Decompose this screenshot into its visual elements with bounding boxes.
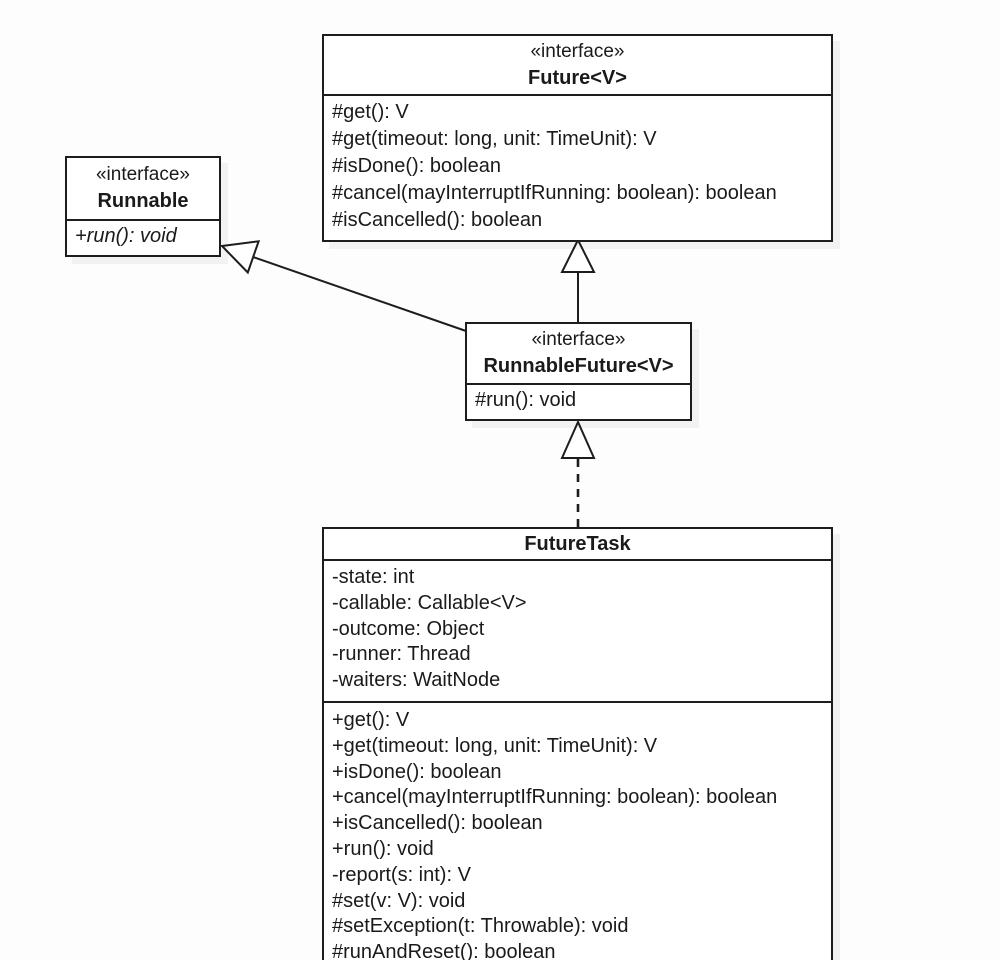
class-name-runnable: Runnable bbox=[97, 190, 189, 212]
method-label: #setException(t: Throwable): void bbox=[332, 915, 629, 938]
realization-arrowhead-runnablefuture bbox=[560, 419, 596, 459]
class-name-future-task: FutureTask bbox=[524, 532, 631, 555]
methods-compartment-runnable-future: #run(): void bbox=[467, 385, 690, 414]
methods-compartment-future-task: +get(): V +get(timeout: long, unit: Time… bbox=[324, 703, 831, 960]
methods-compartment-runnable: +run(): void bbox=[67, 221, 219, 250]
class-box-future-task: FutureTask -state: int -callable: Callab… bbox=[322, 527, 833, 960]
generalization-arrowhead-future bbox=[560, 237, 596, 273]
generalization-arrowhead-runnable bbox=[219, 240, 261, 275]
stereotype-label: «interface» bbox=[95, 164, 190, 185]
attribute-label: -outcome: Object bbox=[332, 617, 485, 640]
method-label: +get(timeout: long, unit: TimeUnit): V bbox=[332, 734, 658, 757]
method-label: #set(v: V): void bbox=[332, 889, 466, 912]
method-label: +run(): void bbox=[332, 837, 434, 860]
method-label: #runAndReset(): boolean bbox=[332, 941, 556, 960]
method-label: +isCancelled(): boolean bbox=[332, 812, 543, 835]
class-box-runnable: «interface» Runnable +run(): void bbox=[65, 156, 221, 257]
class-name-runnable-future: RunnableFuture<V> bbox=[483, 355, 674, 377]
method-label: +isDone(): boolean bbox=[332, 760, 502, 783]
class-box-runnable-future: «interface» RunnableFuture<V> #run(): vo… bbox=[465, 322, 692, 421]
attributes-compartment-future-task: -state: int -callable: Callable<V> -outc… bbox=[324, 561, 831, 703]
method-label: #isCancelled(): boolean bbox=[332, 209, 543, 231]
class-header-runnable-future: «interface» RunnableFuture<V> bbox=[467, 324, 690, 385]
methods-compartment-future: #get(): V #get(timeout: long, unit: Time… bbox=[324, 96, 831, 234]
method-label: #get(): V bbox=[332, 101, 409, 123]
class-name-future: Future<V> bbox=[528, 66, 627, 89]
class-box-future: «interface» Future<V> #get(): V #get(tim… bbox=[322, 34, 833, 242]
method-label: #isDone(): boolean bbox=[332, 155, 501, 177]
attribute-label: -callable: Callable<V> bbox=[332, 591, 527, 614]
method-label: +get(): V bbox=[332, 709, 410, 731]
method-label: -report(s: int): V bbox=[332, 863, 471, 886]
stereotype-label: «interface» bbox=[531, 329, 626, 350]
class-header-future: «interface» Future<V> bbox=[324, 36, 831, 96]
attribute-label: -runner: Thread bbox=[332, 643, 471, 666]
class-header-runnable: «interface» Runnable bbox=[67, 158, 219, 221]
method-label: #get(timeout: long, unit: TimeUnit): V bbox=[332, 128, 657, 150]
generalization-line-runnablefuture-to-runnable bbox=[252, 256, 467, 332]
method-label: +run(): void bbox=[75, 225, 177, 247]
method-label: #run(): void bbox=[475, 389, 577, 411]
stereotype-label: «interface» bbox=[530, 40, 625, 62]
method-label: #cancel(mayInterruptIfRunning: boolean):… bbox=[332, 182, 777, 204]
attribute-label: -waiters: WaitNode bbox=[332, 669, 501, 692]
class-header-future-task: FutureTask bbox=[324, 529, 831, 561]
attribute-label: -state: int bbox=[332, 566, 415, 588]
method-label: +cancel(mayInterruptIfRunning: boolean):… bbox=[332, 786, 778, 809]
